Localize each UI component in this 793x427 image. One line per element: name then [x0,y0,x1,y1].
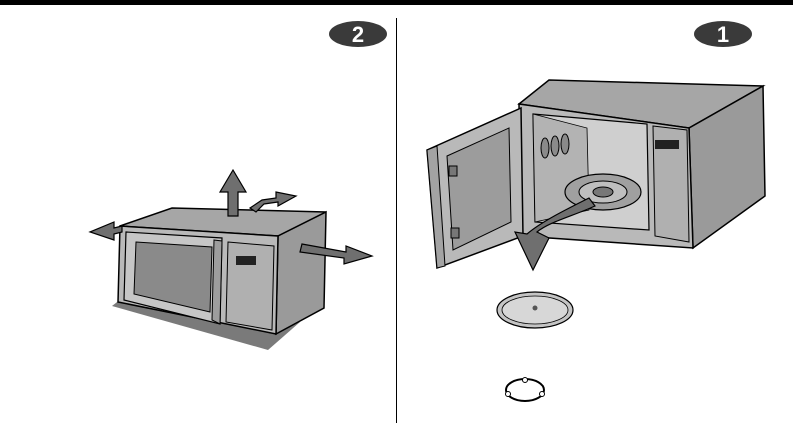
panel-step-2: 2 [0,0,396,427]
roller-wheel-icon [523,378,528,383]
arrow-back-icon [250,192,296,212]
door-latch-icon [449,166,457,176]
panel-step-1: 1 [397,0,793,427]
vent-icon [551,136,559,156]
roller-wheel-icon [540,392,545,397]
tray-center-icon [533,306,538,311]
arrow-left-icon [90,222,122,240]
vent-icon [541,138,549,158]
door-latch-icon [451,228,459,238]
roller-wheel-icon [506,392,511,397]
display-icon [655,140,679,149]
control-panel [226,242,274,330]
door-handle [212,240,222,324]
display-icon [236,256,256,265]
microwave-open-illustration [397,0,793,427]
vent-icon [561,134,569,154]
microwave-clearance-illustration [0,0,396,427]
turntable-hub [593,187,613,197]
